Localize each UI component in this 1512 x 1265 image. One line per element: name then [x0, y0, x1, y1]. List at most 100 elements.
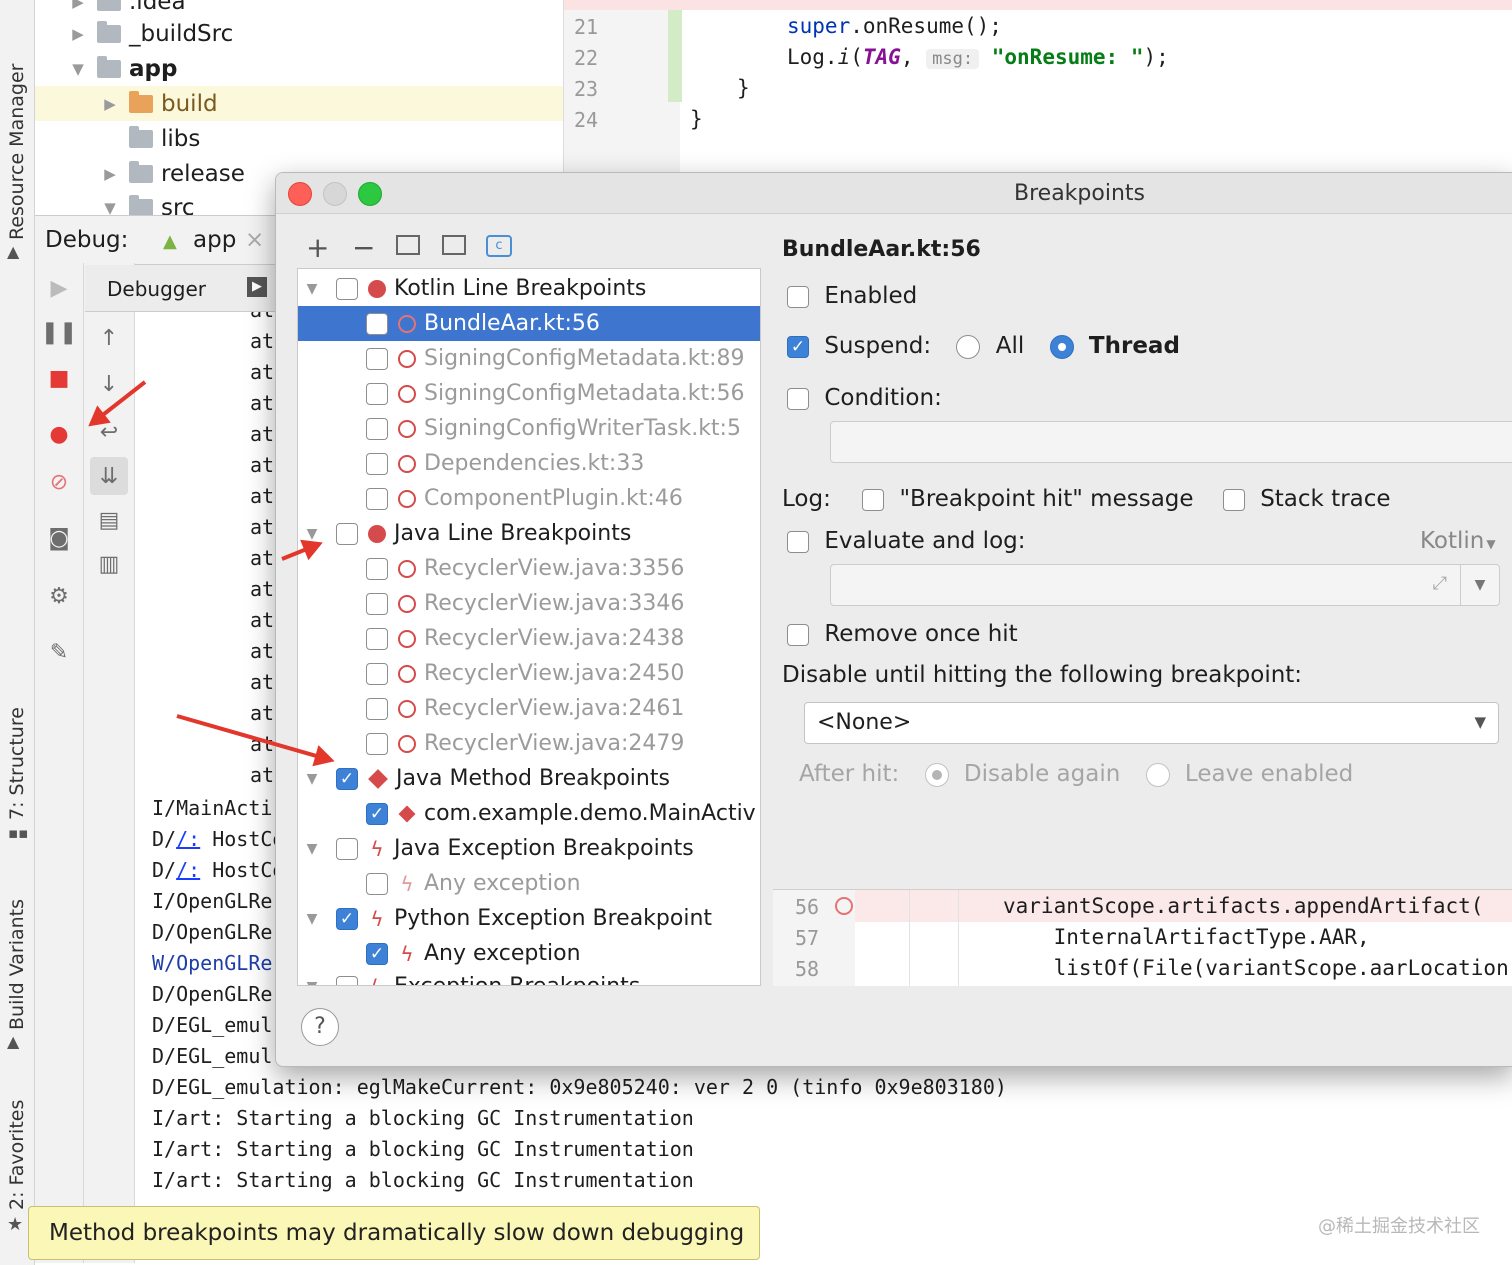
evaluate-and-log-checkbox[interactable]	[787, 530, 809, 553]
group-kotlin-line[interactable]: ▼ Kotlin Line Breakpoints	[298, 271, 760, 306]
log-link[interactable]: /:	[176, 858, 201, 882]
stop-icon[interactable]: ■	[48, 365, 70, 391]
breakpoint-item[interactable]: SigningConfigMetadata.kt:56	[298, 376, 760, 411]
scroll-to-end-icon[interactable]: ⇊	[90, 457, 128, 495]
down-arrow-icon[interactable]: ↓	[99, 371, 119, 397]
group-checkbox[interactable]	[336, 975, 358, 985]
breakpoint-item[interactable]: RecyclerView.java:2461	[298, 691, 760, 726]
expand-icon[interactable]: ▶	[247, 277, 267, 297]
remove-once-hit-option[interactable]: Remove once hit	[787, 621, 1018, 647]
favorites-tab[interactable]: 2: Favorites	[6, 1099, 28, 1210]
breakpoint-item[interactable]: RecyclerView.java:2450	[298, 656, 760, 691]
group-checkbox[interactable]	[336, 277, 358, 300]
group-exception[interactable]: ▼ ϟ Exception Breakpoints	[298, 969, 760, 985]
group-java-method[interactable]: ▼ ✓ Java Method Breakpoints	[298, 761, 760, 796]
structure-tab[interactable]: 7: Structure	[6, 707, 28, 820]
breakpoint-item[interactable]: ✓com.example.demo.MainActiv	[298, 796, 760, 831]
breakpoint-checkbox[interactable]	[366, 347, 388, 370]
stack-trace-checkbox[interactable]	[1222, 488, 1245, 511]
tree-item-app[interactable]: ▼ app	[35, 51, 563, 86]
view-breakpoints-icon[interactable]: ●	[49, 421, 69, 447]
up-arrow-icon[interactable]: ↑	[99, 325, 119, 351]
collapse-arrow-icon[interactable]: ▼	[104, 198, 116, 216]
breakpoint-checkbox[interactable]	[366, 452, 388, 475]
log-link[interactable]: /:	[176, 827, 201, 851]
add-breakpoint-button[interactable]: +	[306, 231, 330, 264]
group-by-package-icon[interactable]	[396, 235, 420, 255]
breakpoint-item[interactable]: RecyclerView.java:2438	[298, 621, 760, 656]
remove-once-hit-checkbox[interactable]	[787, 623, 809, 646]
group-checkbox[interactable]	[336, 837, 358, 860]
suspend-thread-radio-selected[interactable]	[1049, 334, 1074, 359]
breakpoint-item-selected[interactable]: BundleAar.kt:56	[298, 306, 760, 341]
suspend-option[interactable]: ✓ Suspend: All Thread	[787, 333, 1180, 359]
debugger-tab[interactable]: Debugger ▶	[85, 265, 275, 312]
breakpoint-item[interactable]: SigningConfigWriterTask.kt:5	[298, 411, 760, 446]
tree-item-libs[interactable]: libs	[35, 121, 563, 156]
breakpoint-checkbox-checked[interactable]: ✓	[366, 942, 388, 965]
evaluate-and-log-option[interactable]: Evaluate and log:	[787, 528, 1025, 554]
condition-option[interactable]: Condition:	[787, 385, 942, 411]
expand-arrow-icon[interactable]: ▶	[72, 0, 84, 11]
remove-breakpoint-button[interactable]: −	[352, 231, 376, 264]
breakpoint-item[interactable]: Dependencies.kt:33	[298, 446, 760, 481]
breakpoint-checkbox[interactable]	[366, 557, 388, 580]
breakpoint-checkbox[interactable]	[366, 732, 388, 755]
enabled-checkbox[interactable]	[787, 285, 809, 308]
mute-breakpoints-icon[interactable]: ⊘	[49, 469, 69, 495]
trash-icon[interactable]: ▥	[98, 551, 120, 577]
group-java-line[interactable]: ▼ Java Line Breakpoints	[298, 516, 760, 551]
tree-item-release[interactable]: ▶ release	[35, 156, 563, 191]
close-window-button[interactable]	[288, 182, 312, 206]
breakpoint-checkbox[interactable]	[366, 592, 388, 615]
help-button[interactable]: ?	[301, 1008, 339, 1046]
pause-icon[interactable]: ❚❚	[40, 319, 78, 345]
resume-icon[interactable]: ▶	[50, 275, 68, 301]
resource-manager-tab[interactable]: Resource Manager	[6, 63, 28, 240]
group-checkbox-checked[interactable]: ✓	[336, 767, 358, 790]
breakpoint-item[interactable]: RecyclerView.java:3356	[298, 551, 760, 586]
breakpoint-item[interactable]: RecyclerView.java:2479	[298, 726, 760, 761]
breakpoint-checkbox-checked[interactable]: ✓	[366, 802, 388, 825]
build-variants-tab[interactable]: Build Variants	[6, 898, 28, 1030]
group-checkbox-checked[interactable]: ✓	[336, 907, 358, 930]
breakpoint-checkbox[interactable]	[366, 662, 388, 685]
group-checkbox[interactable]	[336, 522, 358, 545]
breakpoint-checkbox[interactable]	[366, 697, 388, 720]
expand-arrow-icon[interactable]: ▶	[72, 24, 84, 43]
group-by-class-icon[interactable]: c	[486, 235, 512, 257]
breakpoint-checkbox[interactable]	[366, 382, 388, 405]
collapse-arrow-icon[interactable]: ▼	[306, 770, 318, 787]
breakpoint-select[interactable]: <None> ▼	[804, 702, 1499, 744]
evaluate-expression-input[interactable]: ⤢ ▼	[830, 564, 1500, 606]
collapse-arrow-icon[interactable]: ▼	[306, 910, 318, 927]
breakpoint-checkbox[interactable]	[366, 417, 388, 440]
breakpoint-item[interactable]: SigningConfigMetadata.kt:89	[298, 341, 760, 376]
suspend-checkbox-checked[interactable]: ✓	[787, 335, 809, 358]
log-message-checkbox[interactable]	[862, 488, 885, 511]
tree-item-buildsrc[interactable]: ▶ _buildSrc	[35, 16, 563, 51]
expand-editor-icon[interactable]: ⤢	[1432, 573, 1447, 594]
collapse-arrow-icon[interactable]: ▼	[306, 280, 318, 297]
group-python-exception[interactable]: ▼ ✓ ϟ Python Exception Breakpoint	[298, 901, 760, 936]
suspend-all-radio[interactable]	[956, 334, 981, 359]
enabled-option[interactable]: Enabled	[787, 283, 917, 309]
collapse-arrow-icon[interactable]: ▼	[306, 840, 318, 857]
close-tab-icon[interactable]: ×	[245, 227, 265, 253]
tree-item-src[interactable]: ▼ src	[35, 190, 563, 215]
group-java-exception[interactable]: ▼ ϟ Java Exception Breakpoints	[298, 831, 760, 866]
code-editor[interactable]: 21 22 23 24 super.onResume(); Log.i(TAG,…	[563, 0, 1512, 180]
breakpoint-checkbox[interactable]	[366, 487, 388, 510]
collapse-arrow-icon[interactable]: ▼	[72, 59, 84, 78]
breakpoint-checkbox[interactable]	[366, 627, 388, 650]
settings-icon[interactable]: ⚙	[49, 583, 69, 609]
debug-tab-app[interactable]: app	[193, 227, 237, 253]
condition-checkbox[interactable]	[787, 387, 809, 410]
collapse-arrow-icon[interactable]: ▼	[306, 525, 318, 542]
language-selector[interactable]: Kotlin▼	[1420, 528, 1496, 554]
breakpoint-checkbox[interactable]	[366, 872, 388, 895]
expand-arrow-icon[interactable]: ▶	[104, 94, 116, 113]
group-by-file-icon[interactable]	[442, 235, 466, 255]
